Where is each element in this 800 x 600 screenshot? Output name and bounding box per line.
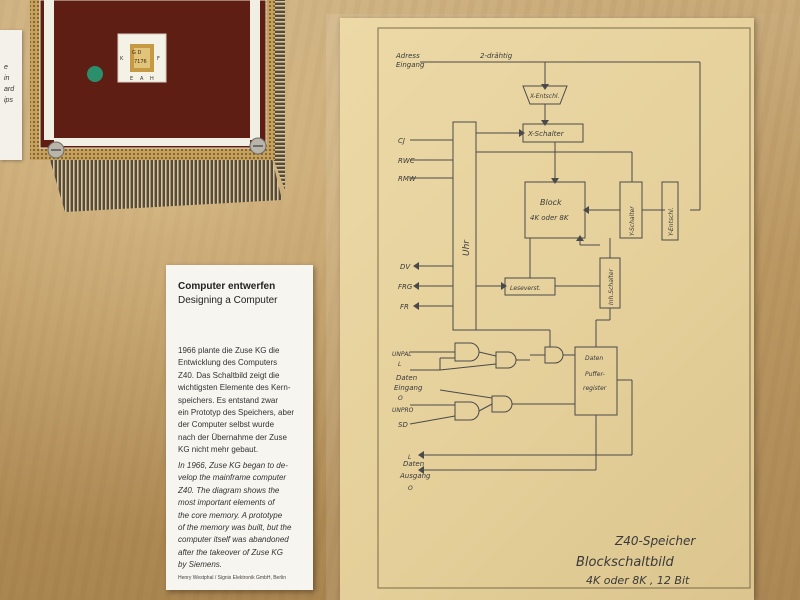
- block-diagram: Adress Eingang 2-drähtig X-Entschl. X-Sc…: [377, 27, 751, 589]
- label-rwc: RWC: [398, 157, 415, 165]
- diagram-title-2: Blockschaltbild: [576, 555, 674, 570]
- caption-german-text: 1966 plante die Zuse KG die Entwicklung …: [178, 345, 304, 457]
- caption-line: Z40. Das Schaltbild zeigt die: [178, 370, 280, 380]
- label-dv: DV: [400, 263, 411, 271]
- caption-subtitle: Designing a Computer: [178, 295, 278, 306]
- label-x-schalter: X-Schalter: [527, 130, 565, 138]
- caption-line: Z40. The diagram shows the: [178, 485, 280, 495]
- label-adress: Adress: [395, 52, 420, 60]
- block-diagram-board: Adress Eingang 2-drähtig X-Entschl. X-Sc…: [340, 18, 754, 600]
- label-inh-schalter: Inh.Schalter: [608, 268, 615, 305]
- caption-line: most important elements of: [178, 498, 275, 508]
- label-fr: FR: [400, 303, 409, 311]
- caption-line: nach der Übernahme der Zuse: [178, 432, 287, 442]
- chip-label: E: [130, 76, 133, 82]
- chip-label: 7176: [134, 59, 147, 65]
- left-card-fragment: e: [4, 64, 8, 71]
- left-card-fragment: ips: [4, 97, 13, 104]
- caption-line: speichers. Es entstand zwar: [178, 395, 279, 405]
- caption-line: 1966 plante die Zuse KG die: [178, 346, 280, 355]
- left-info-card: e in ard ips: [0, 30, 22, 160]
- caption-line: of the memory was built, but the: [178, 523, 292, 533]
- label-rmw: RMW: [398, 175, 417, 183]
- chip-label: K: [120, 56, 124, 62]
- diagram-title-3: 4K oder 8K , 12 Bit: [586, 574, 690, 587]
- label-daten-eingang: Eingang: [394, 384, 423, 392]
- label-eingang: Eingang: [396, 61, 425, 69]
- caption-line: by Siemens.: [178, 560, 223, 570]
- caption-card: Computer entwerfen Designing a Computer …: [166, 265, 313, 590]
- caption-line: In 1966, Zuse KG began to de-: [178, 461, 288, 470]
- label-daten: Daten: [396, 374, 417, 382]
- label-puffer-1: Daten: [585, 355, 603, 362]
- label-unpal: UNPAL: [392, 351, 412, 358]
- label-out-l: L: [408, 454, 411, 461]
- caption-line: ein Prototyp des Speichers, aber: [178, 408, 295, 418]
- chip-label: G D: [132, 50, 141, 56]
- label-out-o: O: [408, 485, 413, 492]
- label-out-daten: Daten: [403, 460, 424, 468]
- chip-label: A: [140, 76, 144, 82]
- label-x-entschl: X-Entschl.: [529, 93, 560, 100]
- core-memory-module: G D 7176 K F E A H: [30, 0, 285, 212]
- label-puffer-2: Puffer-: [585, 371, 605, 378]
- label-l: L: [398, 361, 401, 368]
- caption-line: computer itself was abandoned: [178, 535, 289, 545]
- diagram-title-1: Z40-Speicher: [614, 534, 696, 548]
- label-ausgang: Ausgang: [399, 472, 431, 480]
- left-card-fragment: ard: [4, 86, 15, 93]
- caption-line: Entwicklung des Computers: [178, 358, 278, 368]
- label-2-drahtig: 2-drähtig: [480, 52, 513, 60]
- label-y-schalter: Y-Schalter: [629, 206, 636, 236]
- caption-english-text: In 1966, Zuse KG began to de- velop the …: [178, 460, 306, 572]
- caption-line: KG nicht mehr gebaut.: [178, 445, 259, 455]
- chip-label: H: [150, 76, 154, 82]
- left-card-fragment: in: [4, 75, 10, 82]
- label-leseverst: Leseverst.: [510, 285, 541, 292]
- caption-title: Computer entwerfen: [178, 281, 276, 292]
- label-unpro: UNPRO: [392, 407, 414, 414]
- caption-line: velop the mainframe computer: [178, 473, 287, 483]
- caption-line: wichtigsten Elemente des Kern-: [178, 383, 291, 393]
- label-sd: SD: [398, 421, 408, 429]
- label-y-entschl: Y-Entschl.: [668, 207, 675, 236]
- label-block: Block: [540, 198, 562, 207]
- chip-label: F: [157, 56, 160, 62]
- caption-line: der Computer selbst wurde: [178, 420, 275, 430]
- label-uhr: Uhr: [462, 239, 472, 256]
- caption-line: the core memory. A prototype: [178, 510, 283, 520]
- label-o: O: [398, 395, 403, 402]
- caption-credit: Henry Westphal / Signis Elektronik GmbH,…: [178, 575, 287, 581]
- label-block-size: 4K oder 8K: [530, 214, 570, 222]
- label-puffer-3: register: [583, 385, 607, 392]
- label-frg: FRG: [398, 283, 413, 291]
- caption-line: after the takeover of Zuse KG: [178, 547, 283, 557]
- label-cj: CJ: [398, 137, 405, 145]
